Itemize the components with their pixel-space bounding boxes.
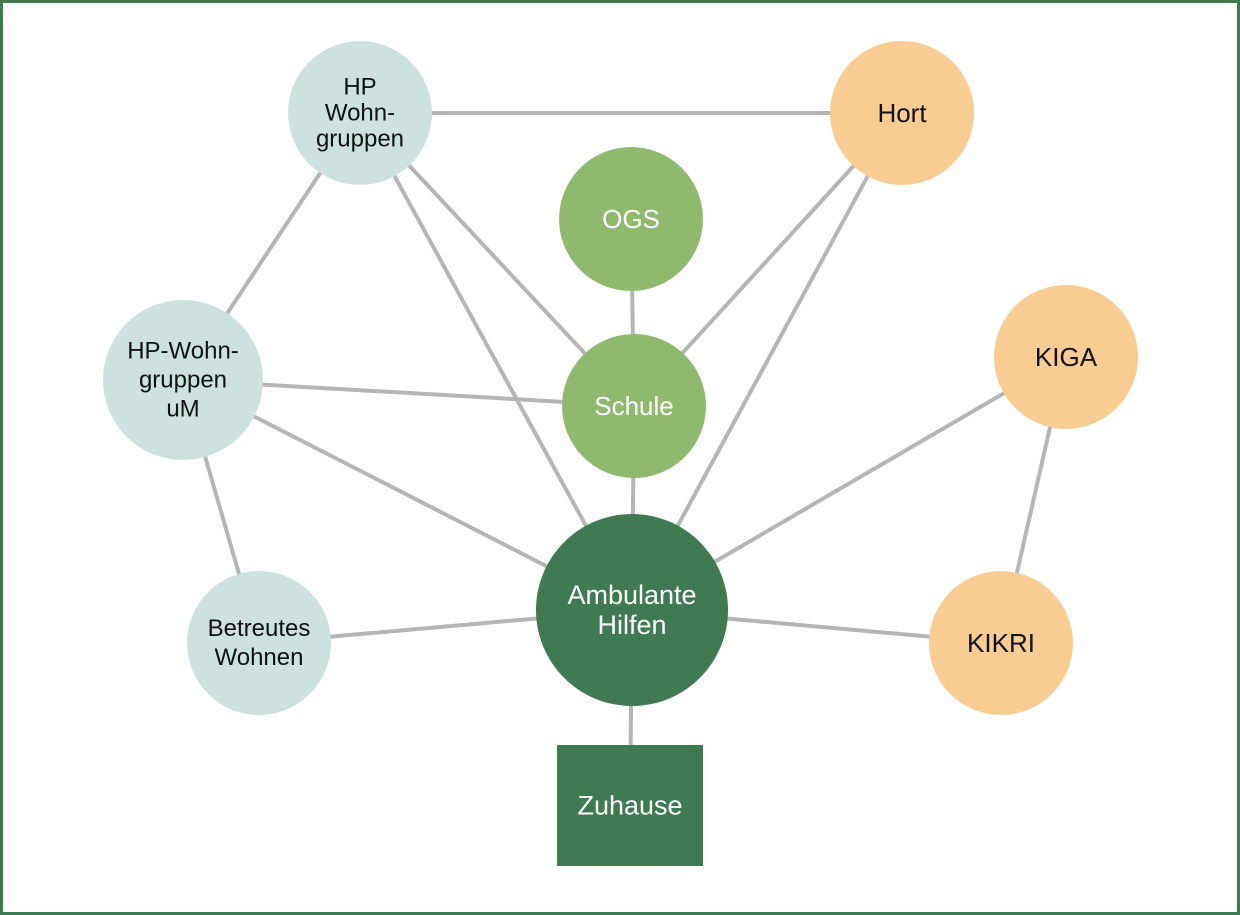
node-ogs-shape (559, 147, 703, 291)
node-zuhause-label-line-1: Zuhause (577, 791, 682, 821)
node-ambulante-hilfen-label-line-1: Ambulante (567, 580, 696, 610)
node-betreutes-wohnen-shape (187, 571, 331, 715)
node-schule: Schule (562, 334, 706, 478)
node-betreutes-wohnen-label-line-2: Wohnen (215, 644, 304, 671)
node-hp-wohngruppen-um-label-line-1: HP-Wohn- (127, 338, 239, 365)
node-hp-wohngruppen-label-line-2: Wohn- (325, 100, 395, 127)
node-schule-shape (562, 334, 706, 478)
node-hp-wohngruppen-label-line-1: HP (343, 74, 376, 101)
node-hp-wohngruppen-um-shape (103, 300, 263, 460)
node-hort-label-line-1: Hort (877, 98, 927, 128)
node-kikri: KIKRI (929, 571, 1073, 715)
node-zuhause-shape (557, 745, 703, 866)
node-ogs: OGS (559, 147, 703, 291)
node-hp-wohngruppen-um-label-line-3: uM (166, 396, 199, 423)
node-ambulante-hilfen-label-line-2: Hilfen (597, 610, 666, 640)
node-kiga: KIGA (994, 285, 1138, 429)
node-hort: Hort (830, 41, 974, 185)
node-betreutes-wohnen-label-line-1: Betreutes (208, 615, 311, 642)
node-kikri-label-line-1: KIKRI (967, 628, 1035, 658)
node-kikri-shape (929, 571, 1073, 715)
node-hp-wohngruppen-label-line-3: gruppen (316, 126, 404, 153)
node-schule-label-line-1: Schule (594, 391, 674, 421)
node-kiga-label-line-1: KIGA (1035, 342, 1098, 372)
node-ambulante-hilfen-shape (536, 514, 728, 706)
node-hort-shape (830, 41, 974, 185)
node-ogs-label-line-1: OGS (602, 204, 660, 234)
node-hp-wohngruppen-shape (288, 41, 432, 185)
node-zuhause: Zuhause (557, 745, 703, 866)
node-kiga-shape (994, 285, 1138, 429)
node-hp-wohngruppen-um-label-line-2: gruppen (139, 367, 227, 394)
